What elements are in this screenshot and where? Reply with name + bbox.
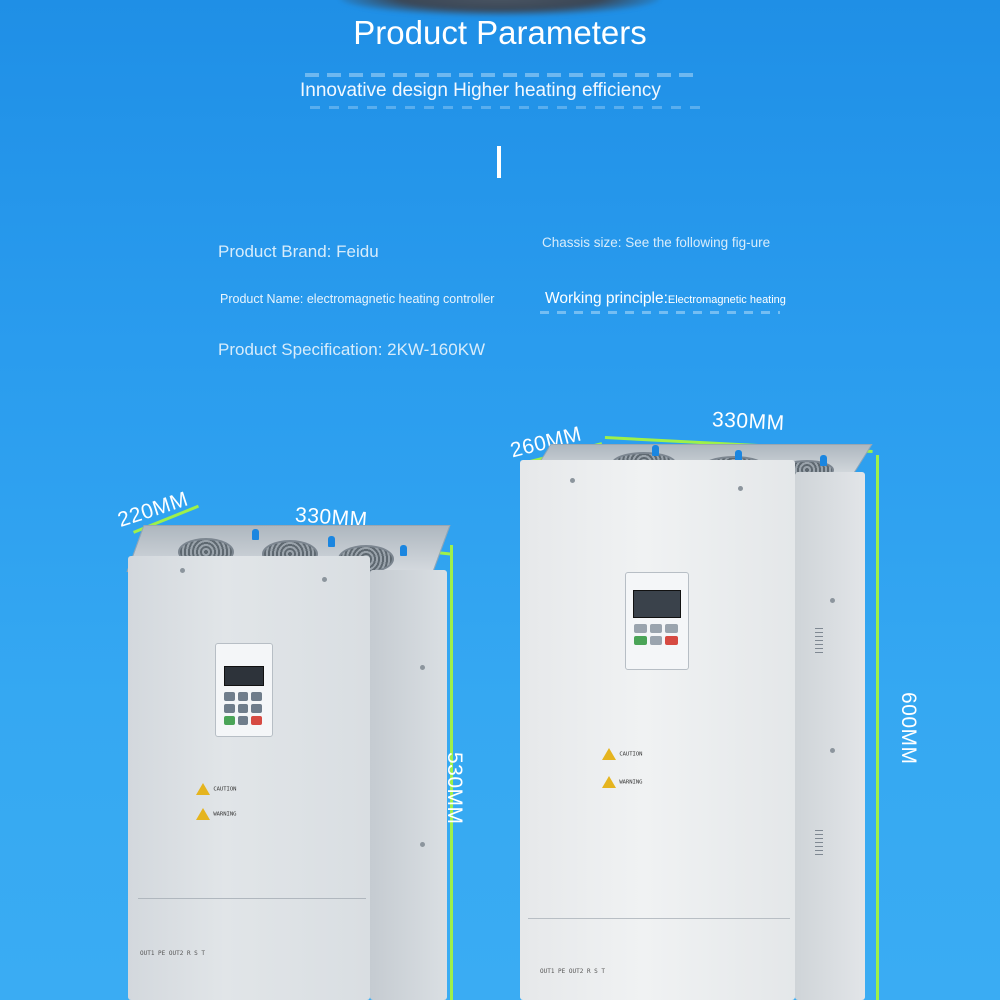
warning-icon — [196, 783, 210, 795]
key — [251, 692, 262, 701]
small-cabinet-seam — [138, 898, 366, 899]
large-vent-upper — [815, 628, 823, 629]
small-marker-1 — [252, 529, 259, 540]
large-vent-lower — [815, 830, 823, 831]
large-cabinet-seam — [528, 918, 790, 919]
screw — [420, 665, 425, 670]
principle-label: Working principle: — [545, 290, 668, 307]
param-ghost-line — [540, 311, 780, 314]
screw — [570, 478, 575, 483]
warning-text: WARNING — [619, 779, 643, 786]
key — [649, 624, 663, 633]
page-title: Product Parameters — [353, 14, 647, 51]
large-marker-2 — [735, 450, 742, 461]
large-marker-1 — [652, 445, 659, 456]
page-subtitle: Innovative design Higher heating efficie… — [300, 80, 661, 101]
large-warning-label: WARNING — [602, 776, 643, 788]
subtitle-ghost-bottom — [310, 106, 700, 109]
product-photo-blur — [340, 0, 660, 16]
stop-key — [251, 716, 262, 725]
key — [665, 624, 678, 633]
large-marker-3 — [820, 455, 827, 466]
large-width-label: 330MM — [711, 408, 786, 435]
caution-text: CAUTION — [619, 751, 643, 758]
large-cabinet-front — [520, 460, 795, 1000]
large-height-bar — [876, 455, 879, 1000]
key — [251, 704, 262, 713]
caution-text: CAUTION — [213, 786, 237, 793]
param-name: Product Name: electromagnetic heating co… — [220, 292, 495, 306]
large-height-label: 600MM — [897, 692, 920, 765]
key — [237, 704, 249, 713]
large-cabinet-side — [795, 472, 865, 1000]
screw — [830, 598, 835, 603]
subtitle-ghost-top — [305, 73, 700, 77]
param-principle: Working principle:Electromagnetic heatin… — [545, 290, 786, 308]
large-terminal-labels: OUT1 PE OUT2 R S T — [540, 968, 606, 975]
large-control-panel — [625, 572, 689, 670]
large-caution-label: CAUTION — [602, 748, 643, 760]
small-caution-label: CAUTION — [196, 783, 237, 795]
param-spec: Product Specification: 2KW-160KW — [218, 340, 486, 359]
section-divider — [497, 146, 501, 178]
small-terminal-labels: OUT1 PE OUT2 R S T — [140, 950, 206, 957]
run-key — [634, 636, 647, 645]
screw — [738, 486, 743, 491]
key — [224, 692, 235, 701]
warning-icon — [196, 808, 210, 820]
key — [634, 624, 647, 633]
large-display-screen — [633, 590, 681, 618]
key — [224, 704, 235, 713]
run-key — [224, 716, 235, 725]
warning-icon — [602, 748, 616, 760]
small-warning-label: WARNING — [196, 808, 237, 820]
small-height-bar — [450, 545, 453, 1000]
small-cabinet-front — [128, 556, 370, 1000]
param-brand: Product Brand: Feidu — [218, 242, 379, 261]
param-chassis: Chassis size: See the following fig-ure — [542, 235, 771, 250]
small-marker-2 — [328, 536, 335, 547]
warning-icon — [602, 776, 616, 788]
large-keypad — [634, 624, 678, 645]
key — [237, 716, 249, 725]
small-display-screen — [224, 666, 264, 686]
small-marker-3 — [400, 545, 407, 556]
key — [237, 692, 249, 701]
stop-key — [665, 636, 678, 645]
small-cabinet-side — [370, 570, 447, 1000]
screw — [180, 568, 185, 573]
warning-text: WARNING — [213, 811, 237, 818]
screw — [830, 748, 835, 753]
screw — [322, 577, 327, 582]
screw — [420, 842, 425, 847]
small-keypad — [224, 692, 262, 725]
key — [649, 636, 663, 645]
principle-value: Electromagnetic heating — [667, 294, 786, 306]
